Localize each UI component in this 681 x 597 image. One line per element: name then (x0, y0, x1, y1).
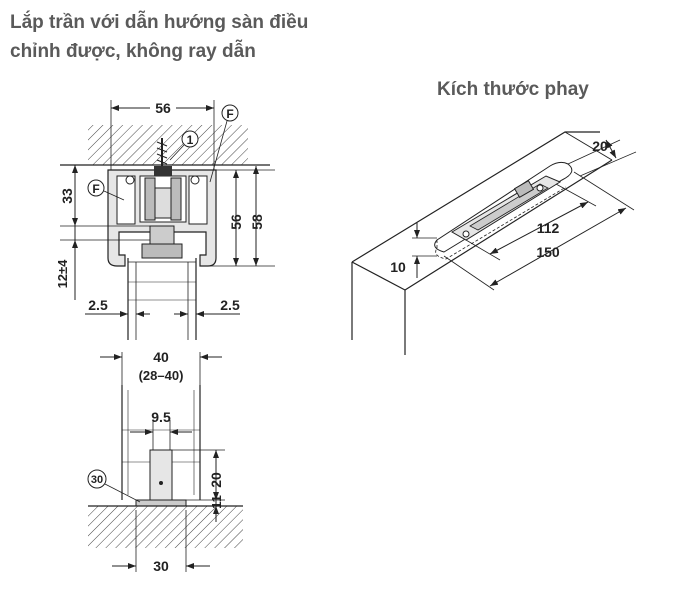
dim-2-5-right-label: 2.5 (220, 297, 240, 313)
mill-dim-10: 10 (390, 222, 437, 278)
dim-11-label: 11 (209, 495, 224, 509)
dim-30: 30 (112, 510, 210, 574)
dim-20: 20 (172, 449, 225, 501)
dim-11: 11 (209, 480, 224, 522)
dim-58: 58 (249, 166, 265, 266)
dim-33-label: 33 (59, 188, 75, 204)
dim-56-side: 56 (208, 169, 275, 267)
dim-56-top-label: 56 (155, 100, 171, 116)
dim-40-range-label: (28–40) (139, 368, 184, 383)
door-leaf (127, 258, 197, 340)
milling-subtitle: Kích thước phay (437, 79, 589, 100)
ceiling (60, 125, 270, 166)
callout-1: 1 (169, 130, 199, 161)
dim-12-label: 12±4 (55, 259, 70, 289)
dim-56-top: 56 (110, 99, 215, 170)
dim-20-label: 20 (208, 472, 224, 488)
callout-f-left-label: F (92, 182, 99, 196)
title-line-1: Lắp trần với dẫn hướng sàn điều (10, 12, 309, 33)
title-line-2: chỉnh được, không ray dẫn (10, 41, 256, 62)
door-iso (351, 131, 613, 355)
floor (88, 505, 243, 548)
dim-2-5-left: 2.5 (85, 297, 150, 317)
dim-12: 12±4 (55, 226, 150, 300)
dim-56-side-label: 56 (228, 214, 244, 230)
mill-dim-150-label: 150 (536, 244, 560, 260)
dim-9-5: 9.5 (130, 409, 192, 450)
dim-2-5-left-label: 2.5 (88, 297, 108, 313)
callout-30-label: 30 (91, 474, 103, 486)
dim-40-label: 40 (153, 349, 169, 365)
page-title: Lắp trần với dẫn hướng sàn điều chỉnh đư… (10, 8, 390, 66)
dim-40: 40 (28–40) (100, 349, 222, 385)
mill-dim-10-label: 10 (390, 259, 406, 275)
dim-9-5-label: 9.5 (151, 409, 171, 425)
dim-58-label: 58 (249, 214, 265, 230)
mill-dim-20-label: 20 (592, 138, 608, 154)
profile (107, 166, 217, 267)
mill-dim-150: 150 (443, 171, 635, 291)
callout-1-label: 1 (187, 133, 194, 147)
floor-guide (135, 449, 187, 507)
callout-f-top-label: F (226, 107, 233, 121)
dim-2-5-right: 2.5 (174, 297, 240, 317)
callout-f-left: F (87, 179, 125, 201)
callout-f-top: F (209, 104, 239, 183)
screw (156, 138, 168, 170)
mill-dim-20: 20 (567, 138, 637, 177)
dim-30-label: 30 (153, 558, 169, 574)
mill-dim-112-label: 112 (537, 220, 560, 236)
dim-33: 33 (59, 164, 150, 227)
callout-30: 30 (87, 469, 141, 503)
